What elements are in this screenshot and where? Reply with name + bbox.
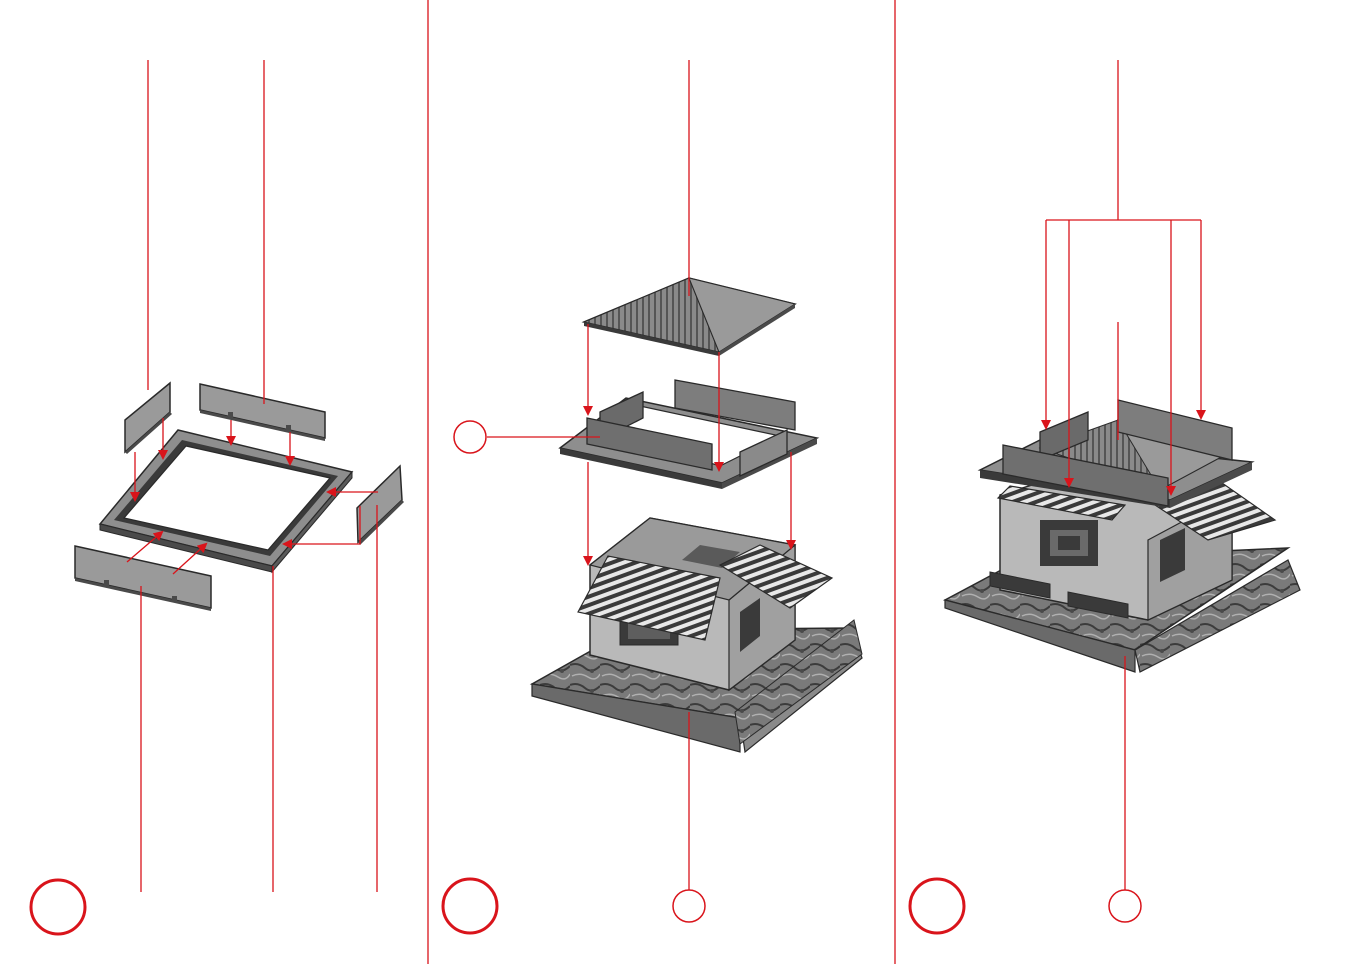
step-2-panel: [443, 60, 862, 933]
side-panel-left: [125, 383, 172, 454]
side-panel-back: [200, 384, 325, 441]
step-1-panel: [31, 60, 404, 934]
side-panel-front: [75, 546, 211, 611]
parapet-frame: [560, 380, 817, 489]
callout-circle: [1109, 890, 1141, 922]
base-frame: [100, 430, 352, 572]
step-number-circle: [910, 879, 964, 933]
step-number-circle: [443, 879, 497, 933]
step-3-panel: [910, 60, 1300, 933]
callout-circle: [454, 421, 486, 453]
assembled-kiosk: [945, 400, 1300, 672]
side-panel-right: [357, 466, 404, 545]
step-number-circle: [31, 880, 85, 934]
callout-circle: [673, 890, 705, 922]
